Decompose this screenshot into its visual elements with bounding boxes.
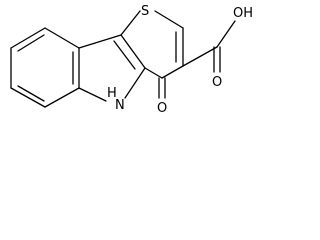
molecule-drawing: S OH O O H N [10, 4, 253, 116]
bond [124, 67, 146, 99]
bond [44, 27, 80, 49]
bond [44, 87, 80, 108]
ketone-oxygen-label: O [157, 101, 167, 116]
nh-hydrogen-label: H [107, 86, 117, 101]
bond [17, 34, 45, 52]
bond [113, 40, 136, 70]
bond [10, 87, 46, 108]
bond [182, 46, 218, 67]
nh-nitrogen-label: N [115, 98, 125, 113]
bond [10, 27, 46, 49]
bond [216, 20, 236, 48]
bond [144, 67, 163, 79]
sulfur-atom-label: S [141, 4, 149, 19]
bond [120, 10, 141, 36]
bond [120, 34, 146, 69]
bond [154, 10, 184, 29]
carboxyl-oxygen-label: O [212, 75, 222, 90]
bond [78, 87, 107, 102]
carboxyl-oh-label: OH [233, 6, 253, 21]
bond [161, 65, 184, 79]
bond [78, 34, 122, 49]
chemical-structure: S OH O O H N [0, 0, 273, 126]
bond-lines [10, 10, 236, 108]
bond [17, 85, 45, 102]
atom-labels: S OH O O H N [107, 4, 253, 116]
